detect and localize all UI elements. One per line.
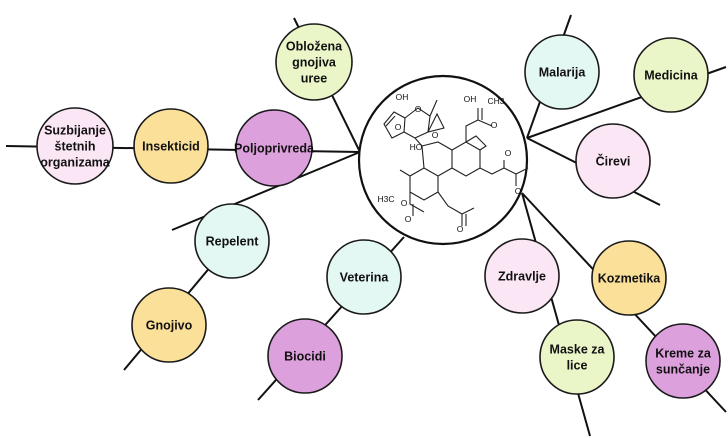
node-label-cirevi-0: Čirevi [596, 154, 631, 169]
node-circle-malarija [524, 34, 600, 110]
node-label-gnojivo-0: Gnojivo [146, 319, 193, 333]
node-maske: Maske za lice [539, 319, 615, 395]
node-label-repelent-0: Repelent [206, 235, 260, 249]
node-label-medicina-0: Medicina [644, 69, 699, 83]
atom-label: O [515, 186, 522, 196]
atom-label: O [395, 122, 402, 132]
topic-nodes: Obložena gnojiva uree Malarija MedicinaČirev… [36, 23, 721, 399]
node-label-veterina-0: Veterina [340, 271, 390, 285]
node-circle-kreme [645, 323, 721, 399]
atom-label: O [491, 120, 498, 130]
atom-label: H3C [377, 194, 394, 204]
atom-label: CH3 [487, 96, 504, 106]
node-circle-biocidi [267, 318, 343, 394]
node-insekticid: Insekticid [133, 108, 209, 184]
atom-label: O [415, 104, 422, 114]
node-malarija: Malarija [524, 34, 600, 110]
atom-label: OH [396, 92, 409, 102]
connector-lines [5, 14, 727, 437]
node-label-kreme-1: sunčanje [656, 363, 710, 377]
node-biocidi: Biocidi [267, 318, 343, 394]
node-circle-maske [539, 319, 615, 395]
node-circle-veterina [326, 239, 402, 315]
node-label-suzbijanje-1: štetnih [55, 140, 96, 154]
node-cirevi: Čirevi [575, 123, 651, 199]
node-medicina: Medicina [633, 37, 709, 113]
node-label-insekticid-0: Insekticid [142, 140, 200, 154]
node-kreme: Kreme za sunčanje [645, 323, 721, 399]
atom-label: O [457, 224, 464, 234]
atom-label: O [401, 198, 408, 208]
edge-to-zdravlje-maske [521, 192, 591, 437]
center-circle [357, 74, 529, 246]
node-kozmetika: Kozmetika [591, 240, 667, 316]
node-circle-oblozena [275, 23, 353, 101]
node-circle-zdravlje [484, 238, 560, 314]
atom-label: O [505, 148, 512, 158]
node-gnojivo: Gnojivo [131, 287, 207, 363]
node-veterina: Veterina [326, 239, 402, 315]
node-suzbijanje: Suzbijanje štetnih organizama [36, 107, 114, 185]
node-label-zdravlje-0: Zdravlje [498, 270, 546, 284]
atom-label: O [405, 214, 412, 224]
node-label-suzbijanje-0: Suzbijanje [44, 124, 106, 138]
node-label-oblozena-0: Obložena [286, 40, 343, 54]
node-label-kozmetika-0: Kozmetika [598, 272, 662, 286]
node-repelent: Repelent [194, 203, 270, 279]
node-label-kreme-0: Kreme za [655, 347, 712, 361]
node-label-maske-1: lice [567, 359, 588, 373]
node-circle-repelent [194, 203, 270, 279]
node-label-poljoprivreda-0: Poljoprivreda [234, 142, 315, 156]
node-circle-medicina [633, 37, 709, 113]
node-label-malarija-0: Malarija [539, 66, 587, 80]
node-circle-poljoprivreda [235, 109, 313, 187]
atom-label: O [432, 130, 439, 140]
node-circle-gnojivo [131, 287, 207, 363]
node-circle-insekticid [133, 108, 209, 184]
node-label-oblozena-1: gnojiva [292, 56, 337, 70]
node-circle-suzbijanje [36, 107, 114, 185]
node-circle-cirevi [575, 123, 651, 199]
node-label-maske-0: Maske za [550, 343, 606, 357]
node-oblozena: Obložena gnojiva uree [275, 23, 353, 101]
atom-label: OH [464, 94, 477, 104]
node-label-biocidi-0: Biocidi [284, 350, 326, 364]
node-poljoprivreda: Poljoprivreda [234, 109, 315, 187]
atom-label: HO [410, 142, 423, 152]
node-zdravlje: Zdravlje [484, 238, 560, 314]
node-label-suzbijanje-2: organizama [40, 156, 111, 170]
node-label-oblozena-2: uree [301, 72, 327, 86]
node-circle-kozmetika [591, 240, 667, 316]
